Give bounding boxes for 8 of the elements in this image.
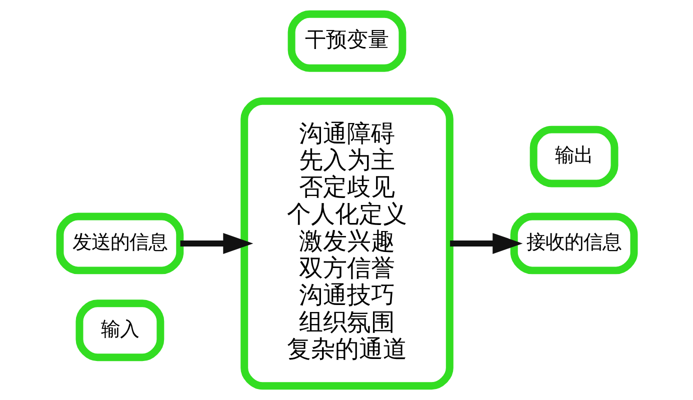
node-box: 发送的信息 xyxy=(56,212,184,274)
node-box: 干预变量 xyxy=(287,10,406,72)
arrow xyxy=(450,232,522,254)
node-box: 沟通障碍 先入为主 否定歧见 个人化定义 激发兴趣 双方信誉 沟通技巧 组织氛围 复杂的通道 xyxy=(240,97,453,390)
node-box: 输出 xyxy=(529,126,618,188)
node-box: 接收的信息 xyxy=(510,212,638,274)
node-box: 输入 xyxy=(75,300,164,362)
arrow xyxy=(180,232,253,254)
